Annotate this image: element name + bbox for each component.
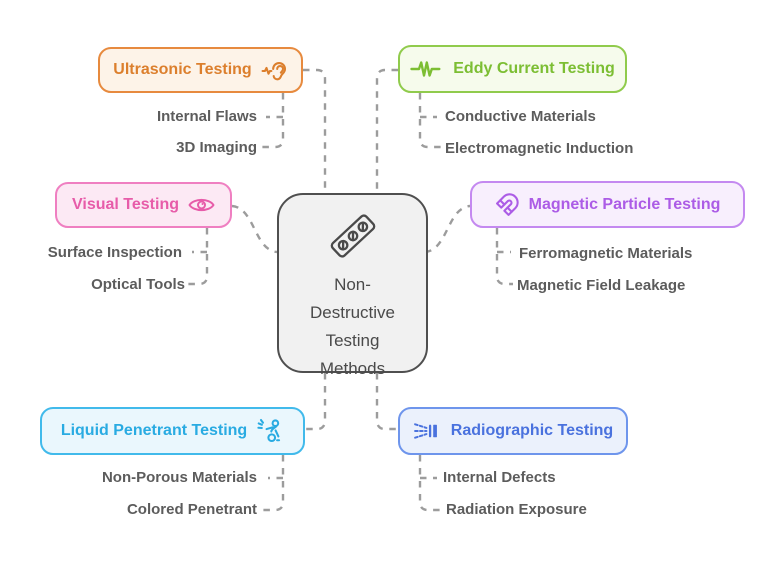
sub-item-3d-imaging: 3D Imaging	[176, 139, 257, 156]
center-node-label: Non- Destructive Testing Methods	[309, 275, 396, 378]
sub-item-ferromagnetic-materials: Ferromagnetic Materials	[519, 245, 693, 262]
eye-icon	[188, 195, 215, 215]
sub-item-radiation-exposure: Radiation Exposure	[446, 501, 587, 518]
radiation-rays-icon	[413, 419, 442, 443]
sub-item-optical-tools: Optical Tools	[91, 276, 185, 293]
node-label: Ultrasonic Testing	[113, 61, 252, 78]
sub-item-conductive-materials: Conductive Materials	[445, 108, 596, 125]
link-center-liquid	[305, 373, 327, 431]
sub-item-internal-defects: Internal Defects	[443, 469, 556, 486]
link-magnetic-children	[495, 228, 513, 286]
link-center-ultrasonic	[303, 68, 327, 193]
link-eddy-children	[418, 93, 441, 149]
node-ultrasonic-testing: Ultrasonic Testing	[98, 47, 303, 93]
node-radiographic-testing: Radiographic Testing	[398, 407, 628, 455]
sub-item-magnetic-field-leakage: Magnetic Field Leakage	[517, 277, 686, 294]
inspection-device-icon	[324, 208, 382, 269]
node-label: Eddy Current Testing	[453, 60, 615, 77]
sub-item-surface-inspection: Surface Inspection	[47, 244, 182, 261]
center-node-ndt-methods: Non- Destructive Testing Methods	[277, 193, 428, 378]
node-visual-testing: Visual Testing	[55, 182, 232, 228]
node-label: Magnetic Particle Testing	[528, 195, 721, 213]
link-ultrasonic-children	[259, 93, 285, 149]
spray-person-icon	[256, 417, 284, 445]
ear-icon	[261, 57, 288, 84]
node-liquid-penetrant-testing: Liquid Penetrant Testing	[40, 407, 305, 455]
link-radiographic-children	[418, 455, 441, 512]
sub-item-colored-penetrant: Colored Penetrant	[126, 501, 257, 518]
sub-item-internal-flaws: Internal Flaws	[156, 108, 257, 125]
node-label: Radiographic Testing	[450, 422, 614, 439]
link-center-radiographic	[375, 373, 398, 431]
node-label: Liquid Penetrant Testing	[60, 422, 248, 439]
node-eddy-current-testing: Eddy Current Testing	[398, 45, 627, 93]
pulse-waveform-icon	[410, 57, 444, 81]
magnet-icon	[495, 192, 520, 217]
sub-item-electromagnetic-induction: Electromagnetic Induction	[445, 140, 634, 157]
node-label: Visual Testing	[72, 196, 179, 213]
link-center-visual	[231, 204, 278, 254]
link-center-eddy	[375, 68, 398, 193]
sub-item-non-porous-materials: Non-Porous Materials	[101, 469, 257, 486]
link-visual-children	[187, 228, 209, 286]
node-magnetic-particle-testing: Magnetic Particle Testing	[470, 181, 745, 228]
link-center-magnetic	[424, 204, 471, 254]
link-liquid-children	[261, 455, 285, 512]
